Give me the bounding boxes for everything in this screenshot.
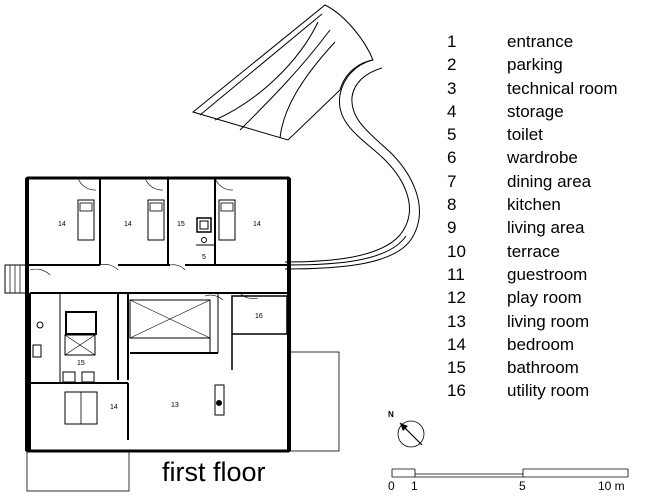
legend-number: 10 — [447, 241, 466, 261]
legend-item: 6 wardrobe — [447, 146, 647, 169]
building-walls — [4, 176, 340, 492]
north-arrow-icon — [397, 420, 425, 448]
legend-label: dining area — [507, 171, 592, 191]
legend-item: 7 dining area — [447, 170, 647, 193]
room-label-toilet: 5 — [202, 254, 206, 261]
floor-title: first floor — [162, 457, 266, 487]
legend-label: kitchen — [507, 195, 561, 215]
legend-item: 10 terrace — [447, 240, 647, 263]
legend-number: 2 — [447, 55, 457, 75]
legend-item: 16 utility room — [447, 379, 647, 402]
legend-label: guestroom — [507, 264, 588, 284]
room-legend: 1 entrance 2 parking 3 technical room 4 storage… — [447, 30, 647, 403]
parking-deck — [191, 4, 374, 141]
legend-number: 14 — [447, 334, 466, 354]
legend-item: 13 living room — [447, 310, 647, 333]
legend-number: 5 — [447, 125, 457, 145]
room-label-bedroom-b: 14 — [124, 221, 132, 228]
scale-label-5: 5 — [519, 479, 526, 493]
room-number-labels: 14 14 15 14 5 16 15 14 13 — [58, 221, 263, 411]
legend-item: 1 entrance — [447, 30, 647, 53]
legend-item: 2 parking — [447, 53, 647, 76]
room-label-living-room: 13 — [171, 402, 179, 409]
legend-item: 15 bathroom — [447, 356, 647, 379]
scale-label-1: 1 — [411, 479, 418, 493]
room-label-bedroom-a: 14 — [58, 221, 66, 228]
scale-bar — [391, 468, 629, 478]
legend-label: living area — [507, 218, 585, 238]
legend-number: 13 — [447, 311, 466, 331]
legend-item: 3 technical room — [447, 77, 647, 100]
legend-label: wardrobe — [507, 148, 578, 168]
legend-label: play room — [507, 288, 582, 308]
legend-number: 1 — [447, 32, 457, 51]
legend-label: entrance — [507, 32, 574, 51]
legend-label: parking — [507, 55, 563, 75]
scale-label-10m: 10 m — [598, 479, 625, 493]
north-label: N — [388, 410, 394, 419]
legend-number: 12 — [447, 288, 466, 308]
legend-label: living room — [507, 311, 590, 331]
legend-label: toilet — [507, 125, 543, 145]
legend-number: 4 — [447, 101, 457, 121]
scale-label-0: 0 — [388, 479, 395, 493]
legend-number: 6 — [447, 148, 457, 168]
legend-number: 3 — [447, 78, 457, 98]
legend-number: 8 — [447, 195, 457, 215]
legend-item: 4 storage — [447, 100, 647, 123]
legend-number: 16 — [447, 381, 466, 401]
driveway — [284, 59, 420, 270]
legend-item: 8 kitchen — [447, 193, 647, 216]
legend-label: bedroom — [507, 334, 575, 354]
legend-label: terrace — [507, 241, 560, 261]
legend-label: technical room — [507, 78, 618, 98]
room-label-bedroom-d: 14 — [110, 404, 118, 411]
legend-label: utility room — [507, 381, 590, 401]
room-label-utility: 16 — [255, 313, 263, 320]
room-label-bath-lower: 15 — [77, 360, 85, 367]
legend-item: 12 play room — [447, 286, 647, 309]
legend-number: 15 — [447, 358, 466, 378]
room-label-bedroom-c: 14 — [253, 221, 261, 228]
legend-number: 11 — [447, 264, 465, 284]
legend-number: 9 — [447, 218, 457, 238]
legend-item: 14 bedroom — [447, 333, 647, 356]
legend-item: 11 guestroom — [447, 263, 647, 286]
legend-item: 5 toilet — [447, 123, 647, 146]
legend-label: bathroom — [507, 358, 579, 378]
legend-item: 9 living area — [447, 216, 647, 239]
legend-number: 7 — [447, 171, 457, 191]
room-label-bathroom: 15 — [177, 221, 185, 228]
legend-label: storage — [507, 101, 564, 121]
